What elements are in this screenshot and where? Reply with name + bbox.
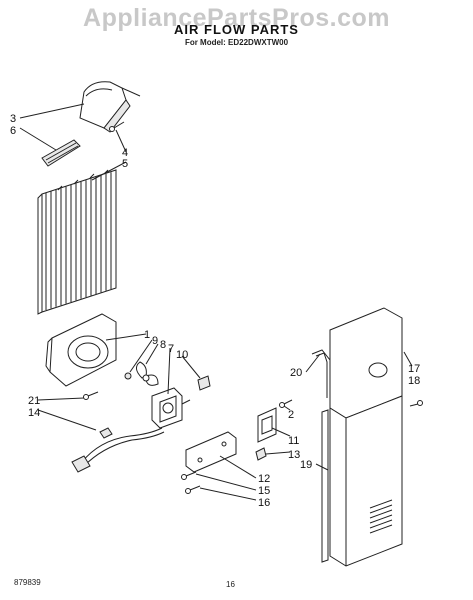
vent-slot [369, 524, 393, 534]
diagram-title: AIR FLOW PARTS [174, 22, 299, 37]
callout-numbers: 3 6 4 5 1 9 8 7 10 21 14 20 17 18 2 11 1… [10, 113, 420, 509]
control-bracket [185, 431, 237, 473]
callout-7: 7 [168, 343, 174, 355]
callout-19: 19 [300, 459, 312, 471]
callout-4: 4 [122, 147, 128, 159]
callout-20: 20 [290, 367, 302, 379]
foam-seal [41, 139, 81, 167]
watermark: AppliancePartsPros.com [83, 4, 390, 32]
callout-5: 5 [122, 158, 128, 170]
wire-harness [71, 427, 165, 473]
leader-lines [19, 103, 413, 501]
bracket-screws-lower [181, 471, 201, 494]
fan-blade [136, 361, 159, 386]
callout-21: 21 [28, 395, 40, 407]
top-duct [79, 81, 141, 133]
callout-15: 15 [258, 485, 270, 497]
page-number: 16 [226, 580, 235, 589]
model-subtitle: For Model: ED22DWXTW00 [184, 38, 289, 47]
fan-shroud [45, 313, 117, 387]
drawing-code: 879839 [14, 578, 41, 587]
callout-2: 2 [288, 409, 294, 421]
callout-14: 14 [28, 407, 40, 419]
callout-8: 8 [160, 339, 166, 351]
shroud-screw [83, 391, 99, 400]
grommet [124, 372, 132, 380]
vent-slot [369, 499, 393, 509]
callout-9: 9 [152, 335, 158, 347]
callout-13: 13 [288, 449, 300, 461]
vent-slot [369, 519, 393, 529]
bracket-screw [279, 399, 293, 408]
callout-10: 10 [176, 349, 188, 361]
vent-slot [369, 504, 393, 514]
thermistor-clip [255, 447, 267, 461]
vent-slot [369, 514, 393, 524]
vent-slot [369, 509, 393, 519]
callout-12: 12 [258, 473, 270, 485]
callout-11: 11 [288, 435, 299, 447]
panel-gasket-side [321, 409, 329, 563]
callout-17: 17 [408, 363, 420, 375]
fan-motor [151, 387, 191, 429]
louver-panel [37, 169, 117, 315]
panel-screw [409, 400, 423, 407]
rear-air-panel [329, 307, 403, 567]
callout-3: 3 [10, 113, 16, 125]
motor-connector [197, 375, 211, 391]
duct-screw [109, 121, 125, 132]
damper-bracket [257, 407, 277, 443]
callout-18: 18 [408, 375, 420, 387]
callout-16: 16 [258, 497, 270, 509]
callout-6: 6 [10, 125, 16, 137]
panel-gasket-top [311, 349, 331, 398]
callout-1: 1 [144, 329, 150, 341]
